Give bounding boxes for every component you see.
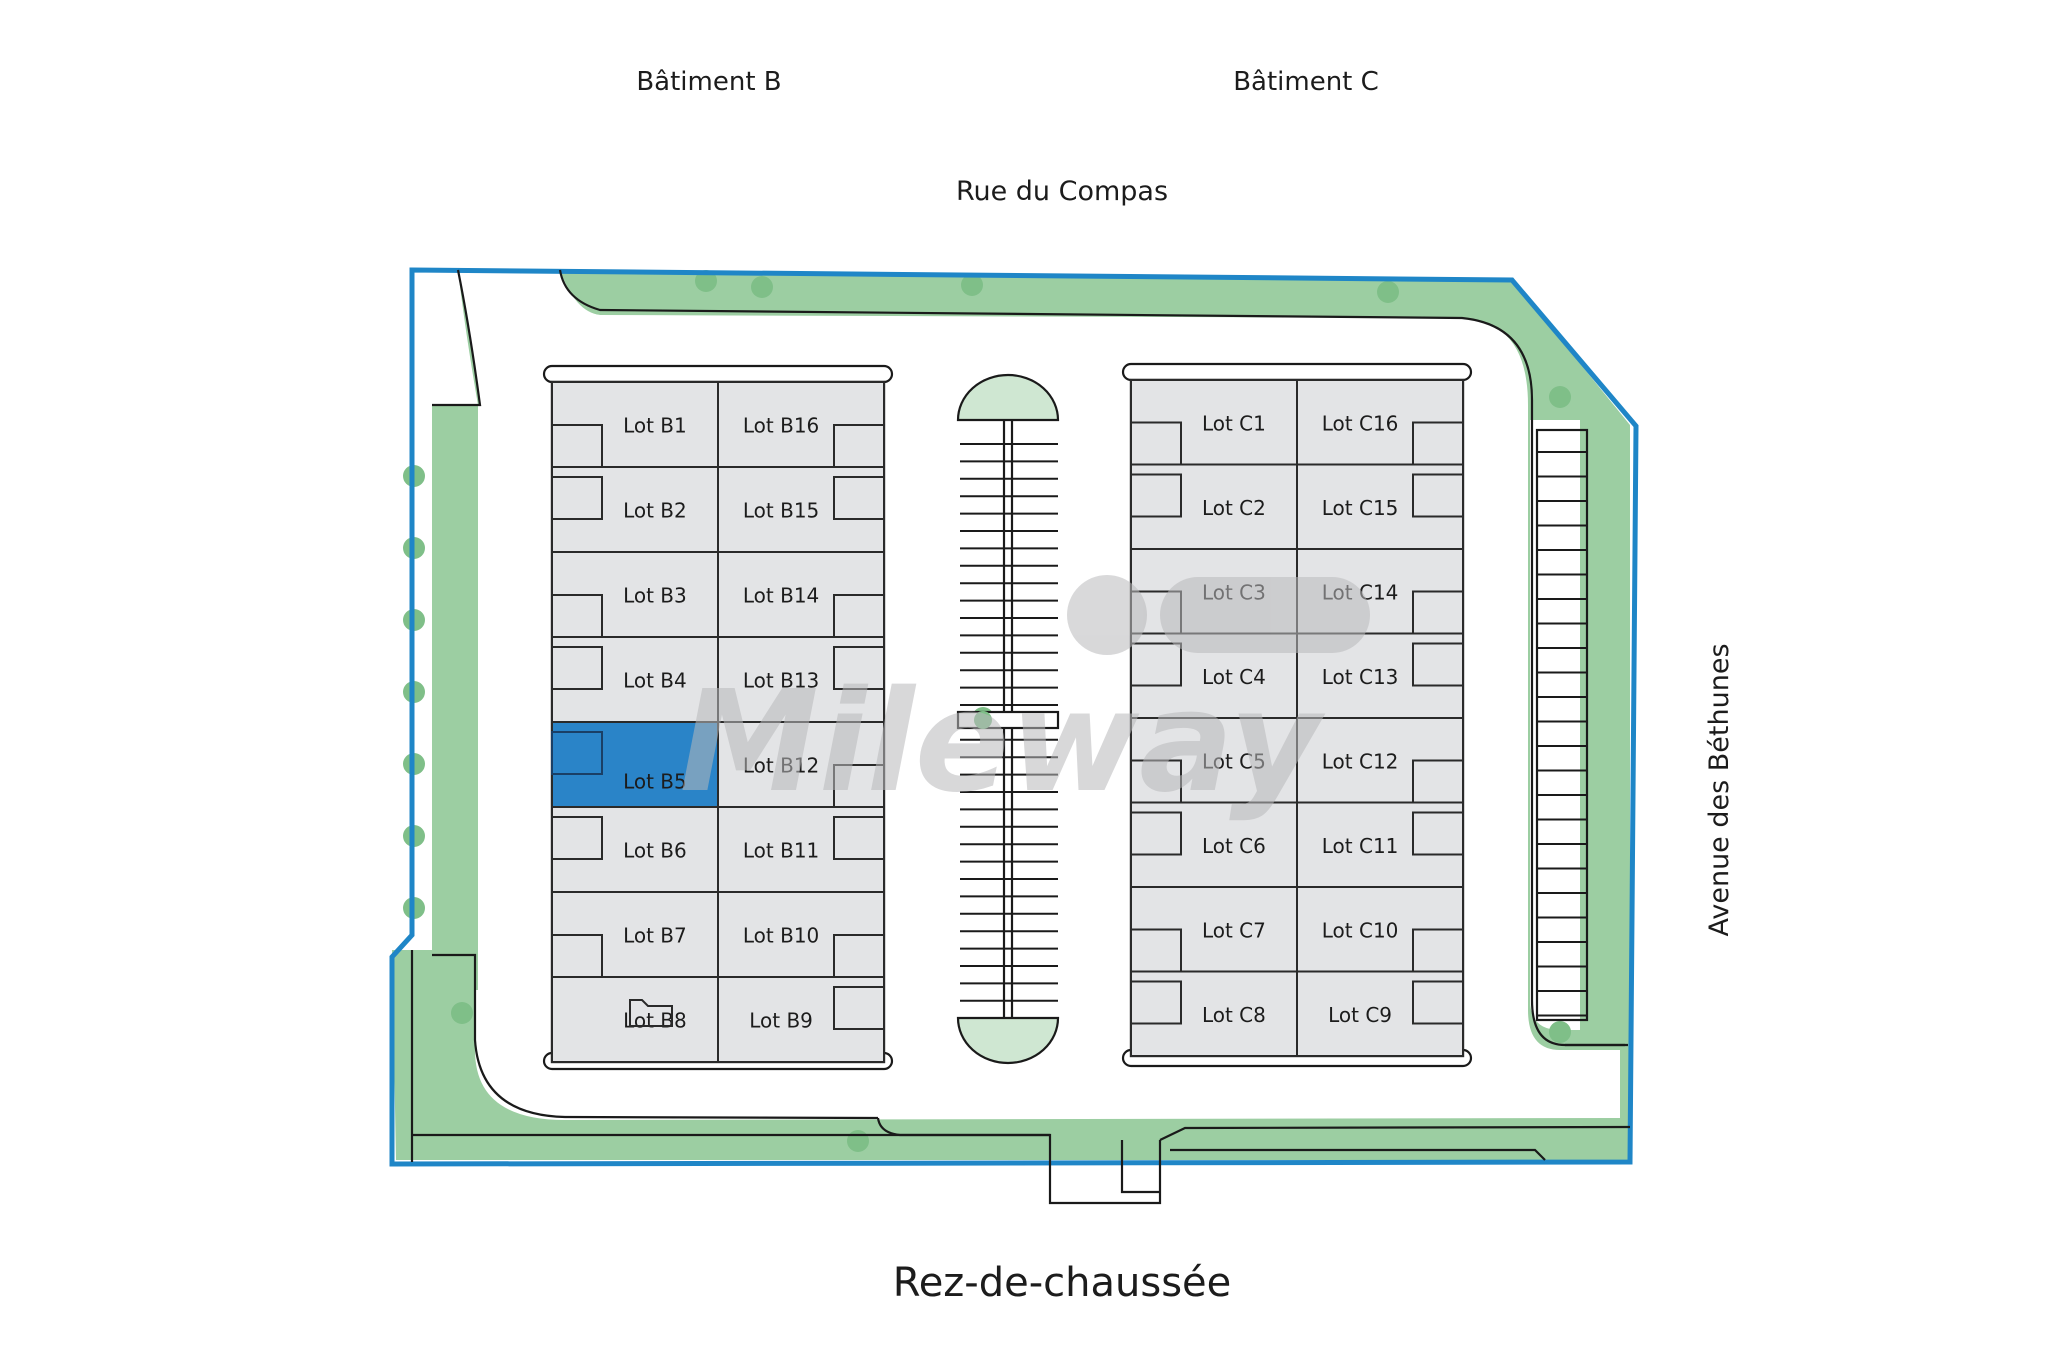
lot-label: Lot C11: [1322, 834, 1399, 858]
lot-c6[interactable]: [1130, 801, 1298, 888]
lot-label: Lot B10: [743, 924, 819, 948]
central-parking: [956, 373, 1060, 1065]
lot-b9[interactable]: [717, 976, 885, 1063]
loading-dock: [1412, 642, 1464, 687]
loading-dock: [1412, 473, 1464, 518]
lot-label: Lot C8: [1202, 1003, 1266, 1027]
lot-label: Lot C2: [1202, 496, 1266, 520]
loading-dock: [833, 646, 885, 690]
lot-label: Lot B12: [743, 754, 819, 778]
watermark-logo: Mileway: [679, 575, 1370, 824]
floor-label: Rez-de-chaussée: [893, 1260, 1232, 1306]
loading-dock: [551, 816, 603, 860]
lot-label: Lot C15: [1322, 496, 1399, 520]
road-edges: [410, 269, 1631, 1205]
lot-label: Lot B4: [623, 669, 687, 693]
lot-label: Lot B14: [743, 584, 819, 608]
folder-icon: [629, 999, 673, 1027]
lot-label: Lot B2: [623, 499, 687, 523]
street-right-label: Avenue des Béthunes: [1704, 643, 1735, 936]
loading-dock: [551, 476, 603, 520]
lot-label: Lot C4: [1202, 665, 1266, 689]
loading-dock: [1130, 980, 1182, 1025]
building-b-title: Bâtiment B: [636, 67, 781, 97]
lot-label: Lot C5: [1202, 749, 1266, 773]
lot-label: Lot B16: [743, 414, 819, 438]
loading-dock: [551, 731, 603, 775]
site-boundary: [389, 267, 1639, 1167]
lot-label: Lot B5: [623, 770, 687, 794]
lot-label: Lot C9: [1328, 1003, 1392, 1027]
lot-label: Lot B7: [623, 924, 687, 948]
lot-label: Lot B8: [623, 1009, 687, 1033]
lot-c9[interactable]: [1296, 970, 1464, 1057]
parking-strip-right: [1535, 428, 1589, 1022]
loading-dock: [1130, 811, 1182, 856]
loading-dock: [1412, 811, 1464, 856]
lot-label: Lot B11: [743, 839, 819, 863]
parking-center-stall-lines: [960, 443, 1058, 1002]
loading-dock: [551, 646, 603, 690]
watermark-text: Mileway: [679, 661, 1326, 824]
lot-label: Lot C7: [1202, 918, 1266, 942]
lot-label: Lot C16: [1322, 411, 1399, 435]
street-top-label: Rue du Compas: [956, 176, 1168, 207]
loading-dock: [1412, 980, 1464, 1025]
lot-label: Lot C1: [1202, 411, 1266, 435]
lot-label: Lot C10: [1322, 918, 1399, 942]
lot-label: Lot B3: [623, 584, 687, 608]
loading-dock: [1130, 642, 1182, 687]
parking-right-stall-lines: [1537, 451, 1587, 1017]
lot-b11[interactable]: [717, 806, 885, 893]
lot-label: Lot B9: [749, 1009, 813, 1033]
lot-label: Lot C12: [1322, 749, 1399, 773]
loading-dock: [1130, 473, 1182, 518]
loading-dock: [833, 986, 885, 1030]
lot-label: Lot B13: [743, 669, 819, 693]
lot-label: Lot B15: [743, 499, 819, 523]
lot-b13[interactable]: [717, 636, 885, 723]
lot-b8[interactable]: [551, 976, 719, 1063]
lot-c2[interactable]: [1130, 463, 1298, 550]
loading-dock: [833, 816, 885, 860]
loading-dock: [833, 476, 885, 520]
lot-b5[interactable]: [551, 721, 719, 808]
lot-label: Lot C6: [1202, 834, 1266, 858]
lot-b6[interactable]: [551, 806, 719, 893]
lot-label: Lot C13: [1322, 665, 1399, 689]
building-c-title: Bâtiment C: [1233, 67, 1379, 97]
lot-label: Lot B6: [623, 839, 687, 863]
lot-label: Lot B1: [623, 414, 687, 438]
